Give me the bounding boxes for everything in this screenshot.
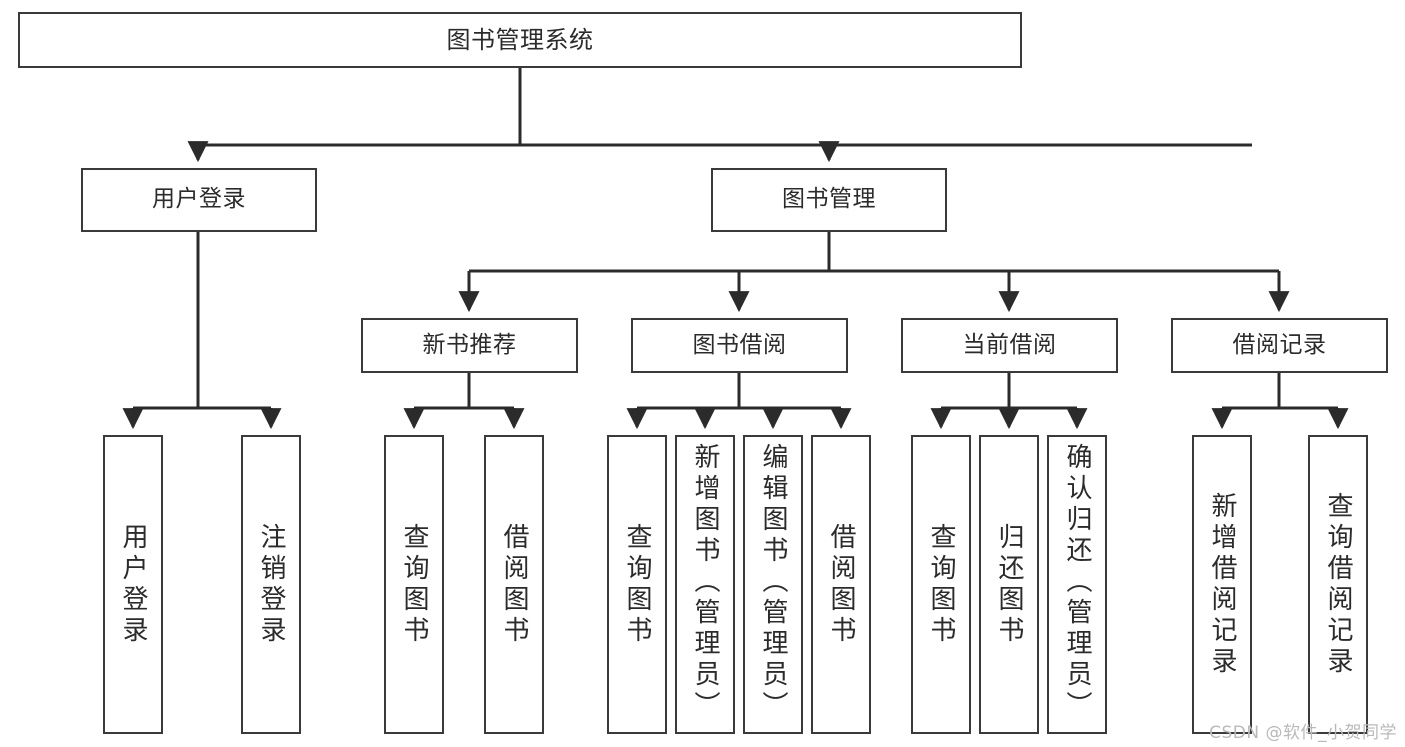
node-user-login[interactable]: 用户登录 (81, 168, 317, 232)
node-label: 图书管理系统 (446, 25, 594, 54)
node-label: 编辑图书（管理员） (758, 443, 788, 722)
leaf-book-borrow-edit[interactable]: 编辑图书（管理员） (743, 435, 803, 734)
leaf-book-borrow-add[interactable]: 新增图书（管理员） (675, 435, 735, 734)
node-label: 新增图书（管理员） (690, 443, 720, 722)
node-book-borrow[interactable]: 图书借阅 (631, 318, 848, 373)
node-label: 图书管理 (782, 186, 876, 213)
node-label: 新增借阅记录 (1207, 491, 1237, 678)
node-label: 当前借阅 (962, 331, 1057, 358)
watermark: CSDN @软件_小贺同学 (1209, 723, 1397, 743)
leaf-book-borrow-borrow[interactable]: 借阅图书 (811, 435, 871, 734)
node-book-management[interactable]: 图书管理 (711, 168, 947, 232)
node-label: 用户登录 (118, 522, 148, 647)
node-label: 注销登录 (256, 522, 286, 647)
node-borrow-records[interactable]: 借阅记录 (1171, 318, 1388, 373)
node-new-book-recommend[interactable]: 新书推荐 (361, 318, 578, 373)
leaf-current-borrow-query[interactable]: 查询图书 (911, 435, 971, 734)
node-label: 图书借阅 (692, 331, 787, 358)
leaf-new-book-borrow[interactable]: 借阅图书 (484, 435, 544, 734)
leaf-user-login-logout[interactable]: 注销登录 (241, 435, 301, 734)
node-label: 查询图书 (622, 522, 652, 647)
leaf-borrow-records-add[interactable]: 新增借阅记录 (1192, 435, 1252, 734)
node-label: 用户登录 (152, 186, 246, 213)
leaf-book-borrow-query[interactable]: 查询图书 (607, 435, 667, 734)
leaf-user-login-login[interactable]: 用户登录 (103, 435, 163, 734)
leaf-borrow-records-query[interactable]: 查询借阅记录 (1308, 435, 1368, 734)
node-label: 查询图书 (926, 522, 956, 647)
node-label: 归还图书 (994, 522, 1024, 647)
node-label: 新书推荐 (422, 331, 517, 358)
node-label: 查询借阅记录 (1323, 491, 1353, 678)
node-label: 确认归还（管理员） (1062, 443, 1092, 722)
node-label: 查询图书 (399, 522, 429, 647)
node-label: 借阅记录 (1232, 331, 1327, 358)
node-label: 借阅图书 (826, 522, 856, 647)
node-label: 借阅图书 (499, 522, 529, 647)
node-current-borrow[interactable]: 当前借阅 (901, 318, 1118, 373)
leaf-new-book-query[interactable]: 查询图书 (384, 435, 444, 734)
leaf-current-borrow-confirm-return[interactable]: 确认归还（管理员） (1047, 435, 1107, 734)
leaf-current-borrow-return[interactable]: 归还图书 (979, 435, 1039, 734)
node-root-system[interactable]: 图书管理系统 (18, 12, 1022, 68)
